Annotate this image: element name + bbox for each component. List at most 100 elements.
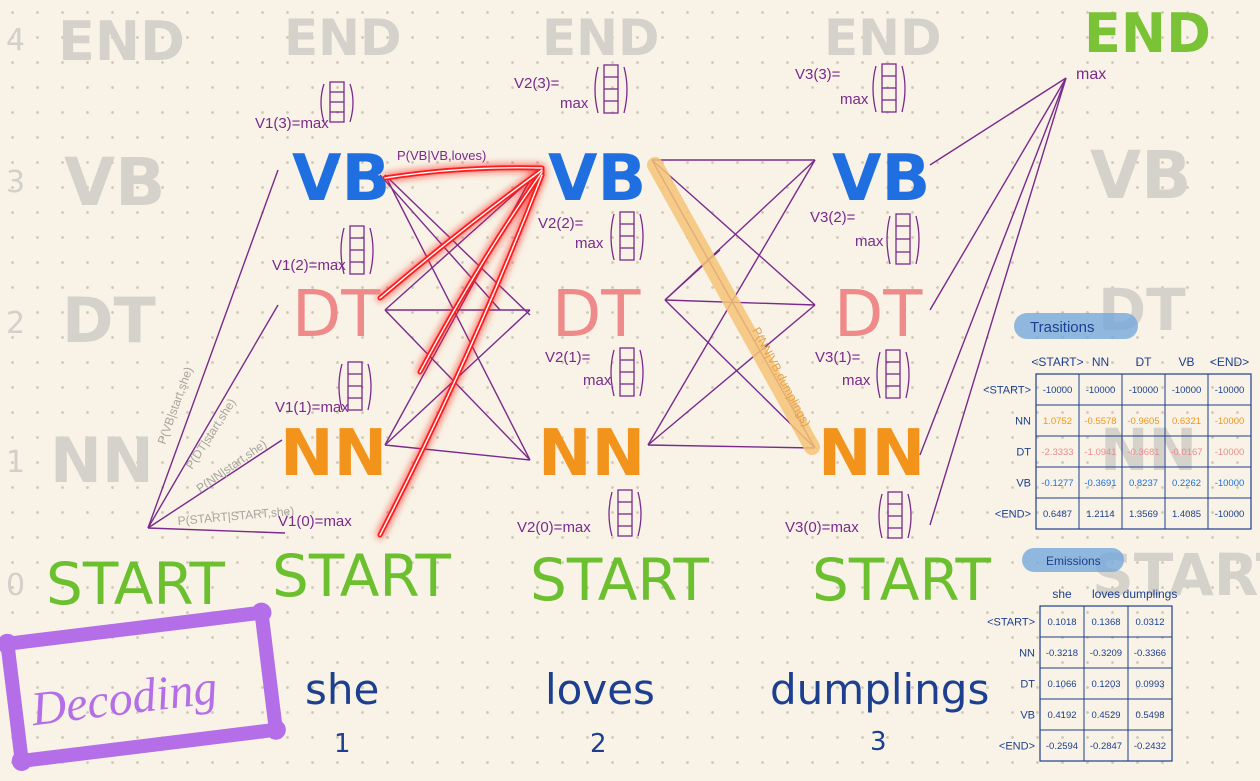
v3-2-max: max [855,233,884,250]
v3-2: V3(2)= [810,209,856,226]
emissions-cell: -0.3218 [1046,648,1078,659]
state-nn-2: NN [538,417,645,491]
word-dumplings: dumplings [770,665,989,714]
v2-2: V2(2)= [538,215,584,232]
row-index-3: 3 [6,165,25,200]
ghost-vb-right: VB [1090,137,1191,214]
transitions-cell: -0.5578 [1084,416,1116,427]
transitions-cell: -10000 [1086,385,1116,396]
transitions-tab [1014,313,1138,339]
transitions-cell: 0.8237 [1129,478,1158,489]
transitions-cell: -10000 [1215,416,1245,427]
transitions-cell: 1.2114 [1086,509,1114,520]
transitions-title: Trasitions [1030,319,1094,336]
transitions-cell: -10000 [1043,385,1073,396]
row-index-2: 2 [6,306,25,341]
emissions-col-header: dumplings [1123,587,1178,601]
transitions-cell: 1.4085 [1172,509,1201,520]
v2-3: V2(3)= [514,75,560,92]
emissions-cell: -0.3209 [1090,648,1122,659]
v1-3: V1(3)=max [255,115,329,132]
emissions-cell: 0.1368 [1091,617,1120,628]
ghost-dt-left: DT [62,284,156,357]
transitions-cell: -0.3681 [1127,447,1159,458]
word-pos-3: 3 [870,727,887,757]
transitions-row-header: DT [1016,447,1031,459]
transitions-cell: 0.2262 [1172,478,1201,489]
transitions-cell: -10000 [1215,509,1245,520]
state-vb-2: VB [548,142,646,216]
transitions-col-header: NN [1092,355,1109,369]
emissions-row-header: VB [1020,710,1035,722]
end-max-label: max [1076,66,1106,83]
state-nn-1: NN [280,417,387,491]
end-ghost-1: END [284,9,402,67]
state-vb-1: VB [292,142,390,216]
transitions-cell: -0.1277 [1041,478,1073,489]
transitions-row-header: VB [1016,478,1031,490]
transitions-cell: -10000 [1215,478,1245,489]
v3-0: V3(0)=max [785,519,859,536]
word-she: she [305,665,379,714]
v1-1: V1(1)=max [275,399,349,416]
transitions-cell: -10000 [1129,385,1159,396]
v2-1-max: max [583,372,612,389]
transitions-cell: -10000 [1215,385,1245,396]
v3-3-max: max [840,91,869,108]
end-ghost-2: END [542,9,660,67]
transitions-col-header: <START> [1031,355,1083,369]
emissions-col-header: loves [1092,587,1120,601]
emissions-cell: 0.0993 [1135,679,1164,690]
v1-2: V1(2)=max [272,257,346,274]
v3-3: V3(3)= [795,66,841,83]
start-0: START [46,550,225,618]
emissions-row-header: <END> [999,741,1035,753]
word-loves: loves [545,665,655,714]
transition-annotation: P(VB|VB,loves) [397,148,486,163]
transitions-row-header: NN [1015,416,1031,428]
v2-0: V2(0)=max [517,519,591,536]
emissions-cell: 0.0312 [1135,617,1164,628]
emissions-cell: 0.5498 [1135,710,1164,721]
row-index-4: 4 [6,23,25,58]
v3-1: V3(1)= [815,349,861,366]
end-final: END [1084,2,1211,65]
decoding-title: Decoding [27,661,220,736]
transitions-col-header: VB [1178,355,1194,369]
transitions-cell: 1.0752 [1043,416,1072,427]
emissions-cell: -0.2594 [1046,741,1078,752]
emissions-row-header: <START> [987,617,1035,629]
emissions-row-header: NN [1019,648,1035,660]
transitions-cell: 0.6487 [1043,509,1072,520]
ghost-end-left: END [58,10,185,73]
transitions-cell: 1.3569 [1129,509,1158,520]
start-2: START [530,546,709,614]
transitions-col-header: <END> [1210,355,1249,369]
transitions-cell: -2.3333 [1041,447,1073,458]
transitions-cell: -0.9605 [1127,416,1159,427]
state-dt-3: DT [834,278,923,352]
emissions-tab [1022,548,1124,572]
v2-2-max: max [575,235,604,252]
prob-vb-start: P(VB|start,she) [155,365,196,446]
transitions-row-header: <END> [995,509,1031,521]
transitions-col-header: DT [1136,355,1153,369]
v3-1-max: max [842,372,871,389]
v2-1: V2(1)= [545,349,591,366]
row-index-0: 0 [6,568,25,603]
ghost-nn-left: NN [50,424,154,497]
emissions-cell: 0.1066 [1047,679,1076,690]
emissions-row-header: DT [1020,679,1035,691]
transitions-cell: -0.0167 [1170,447,1202,458]
emission-annotation: P(NN|VB,dumplings) [749,325,813,429]
emissions-cell: -0.2432 [1134,741,1166,752]
emissions-cell: -0.2847 [1090,741,1122,752]
transitions-row-header: <START> [983,385,1031,397]
row-index-1: 1 [6,445,25,480]
state-dt-1: DT [292,278,381,352]
emissions-cell: 0.1018 [1047,617,1076,628]
transitions-table: Trasitions <START> NN DT VB <END> <START> -100… [983,313,1252,530]
transitions-cell: -1.0941 [1084,447,1116,458]
